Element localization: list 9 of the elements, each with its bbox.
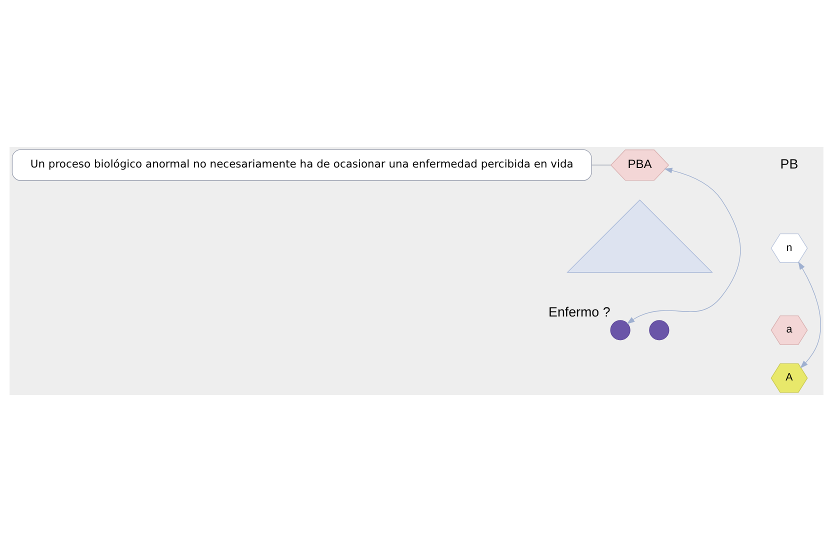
label: PB — [780, 156, 798, 171]
arrow — [798, 261, 821, 368]
node-circle — [610, 320, 630, 340]
node-label: Enfermo ? — [548, 304, 610, 319]
arrow — [626, 167, 741, 324]
node-circle — [649, 320, 670, 340]
connector — [591, 164, 612, 165]
node-triangle — [566, 199, 713, 272]
node-box: Un proceso biológico anormal no necesariamente ha de ocasionar una enfermedad percibida en vida — [12, 148, 592, 180]
